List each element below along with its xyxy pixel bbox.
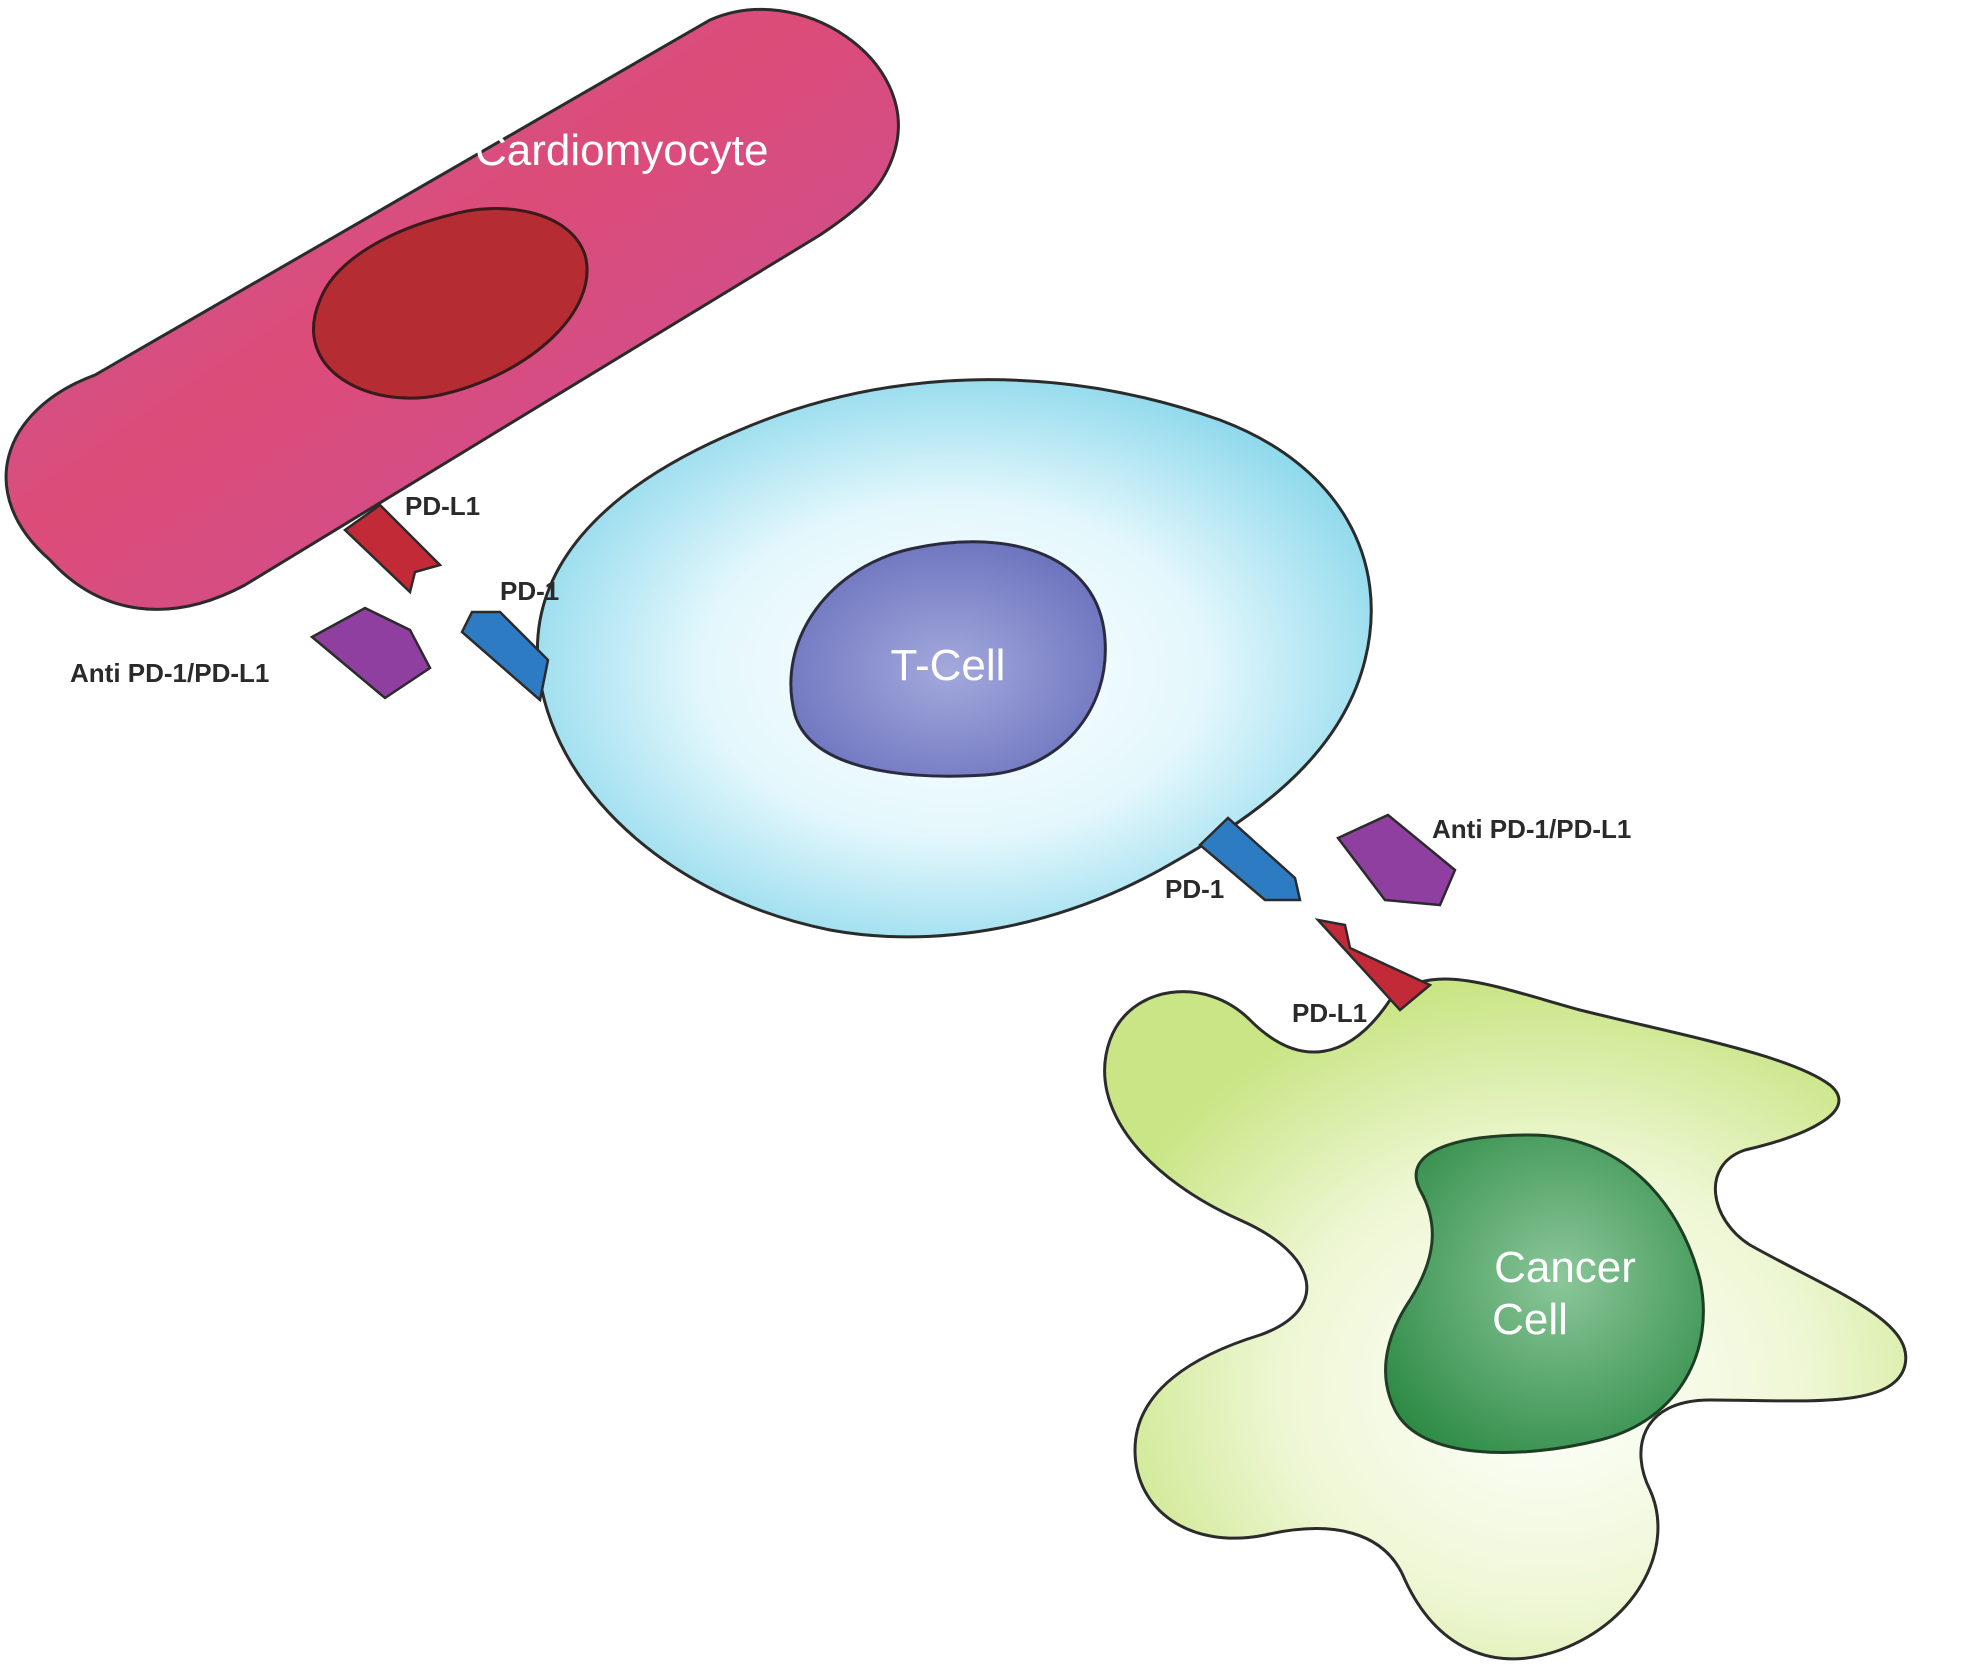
antibody-shape xyxy=(309,606,432,700)
cancer-cell-nucleus xyxy=(1384,1133,1705,1454)
pd1-receptor-shape xyxy=(460,610,550,703)
cancer-cell: Cancer Cell xyxy=(1103,977,1908,1661)
antibody-label-lower: Anti PD-1/PD-L1 xyxy=(1432,814,1631,844)
lower-pd1-receptor: PD-1 xyxy=(1165,816,1302,904)
t-cell: T-Cell xyxy=(536,378,1373,939)
antibody-shape-lower xyxy=(1336,813,1457,907)
upper-antibody: Anti PD-1/PD-L1 xyxy=(70,606,432,700)
cardiomyocyte-label: Cardiomyocyte xyxy=(475,126,768,175)
t-cell-nucleus xyxy=(789,540,1107,778)
cancer-cell-label-line2: Cell xyxy=(1492,1295,1568,1344)
cancer-cell-label-line1: Cancer xyxy=(1494,1243,1636,1292)
pdl1-receptor-shape xyxy=(343,503,443,595)
pdl1-label: PD-L1 xyxy=(405,491,480,521)
lower-pdl1-receptor: PD-L1 xyxy=(1292,918,1433,1028)
cardiomyocyte-cell: Cardiomyocyte xyxy=(4,8,900,611)
upper-pdl1-receptor: PD-L1 xyxy=(343,491,480,595)
upper-pd1-receptor: PD-1 xyxy=(460,576,559,703)
antibody-label: Anti PD-1/PD-L1 xyxy=(70,658,269,688)
cardiomyocyte-nucleus xyxy=(312,206,589,400)
lower-antibody: Anti PD-1/PD-L1 xyxy=(1336,813,1631,907)
pd1-label-lower: PD-1 xyxy=(1165,874,1224,904)
pdl1-label-lower: PD-L1 xyxy=(1292,998,1367,1028)
pd1-label: PD-1 xyxy=(500,576,559,606)
pdl1-receptor-shape-lower xyxy=(1314,918,1433,1012)
t-cell-label: T-Cell xyxy=(891,641,1006,690)
pd1-receptor-shape-lower xyxy=(1198,816,1302,902)
